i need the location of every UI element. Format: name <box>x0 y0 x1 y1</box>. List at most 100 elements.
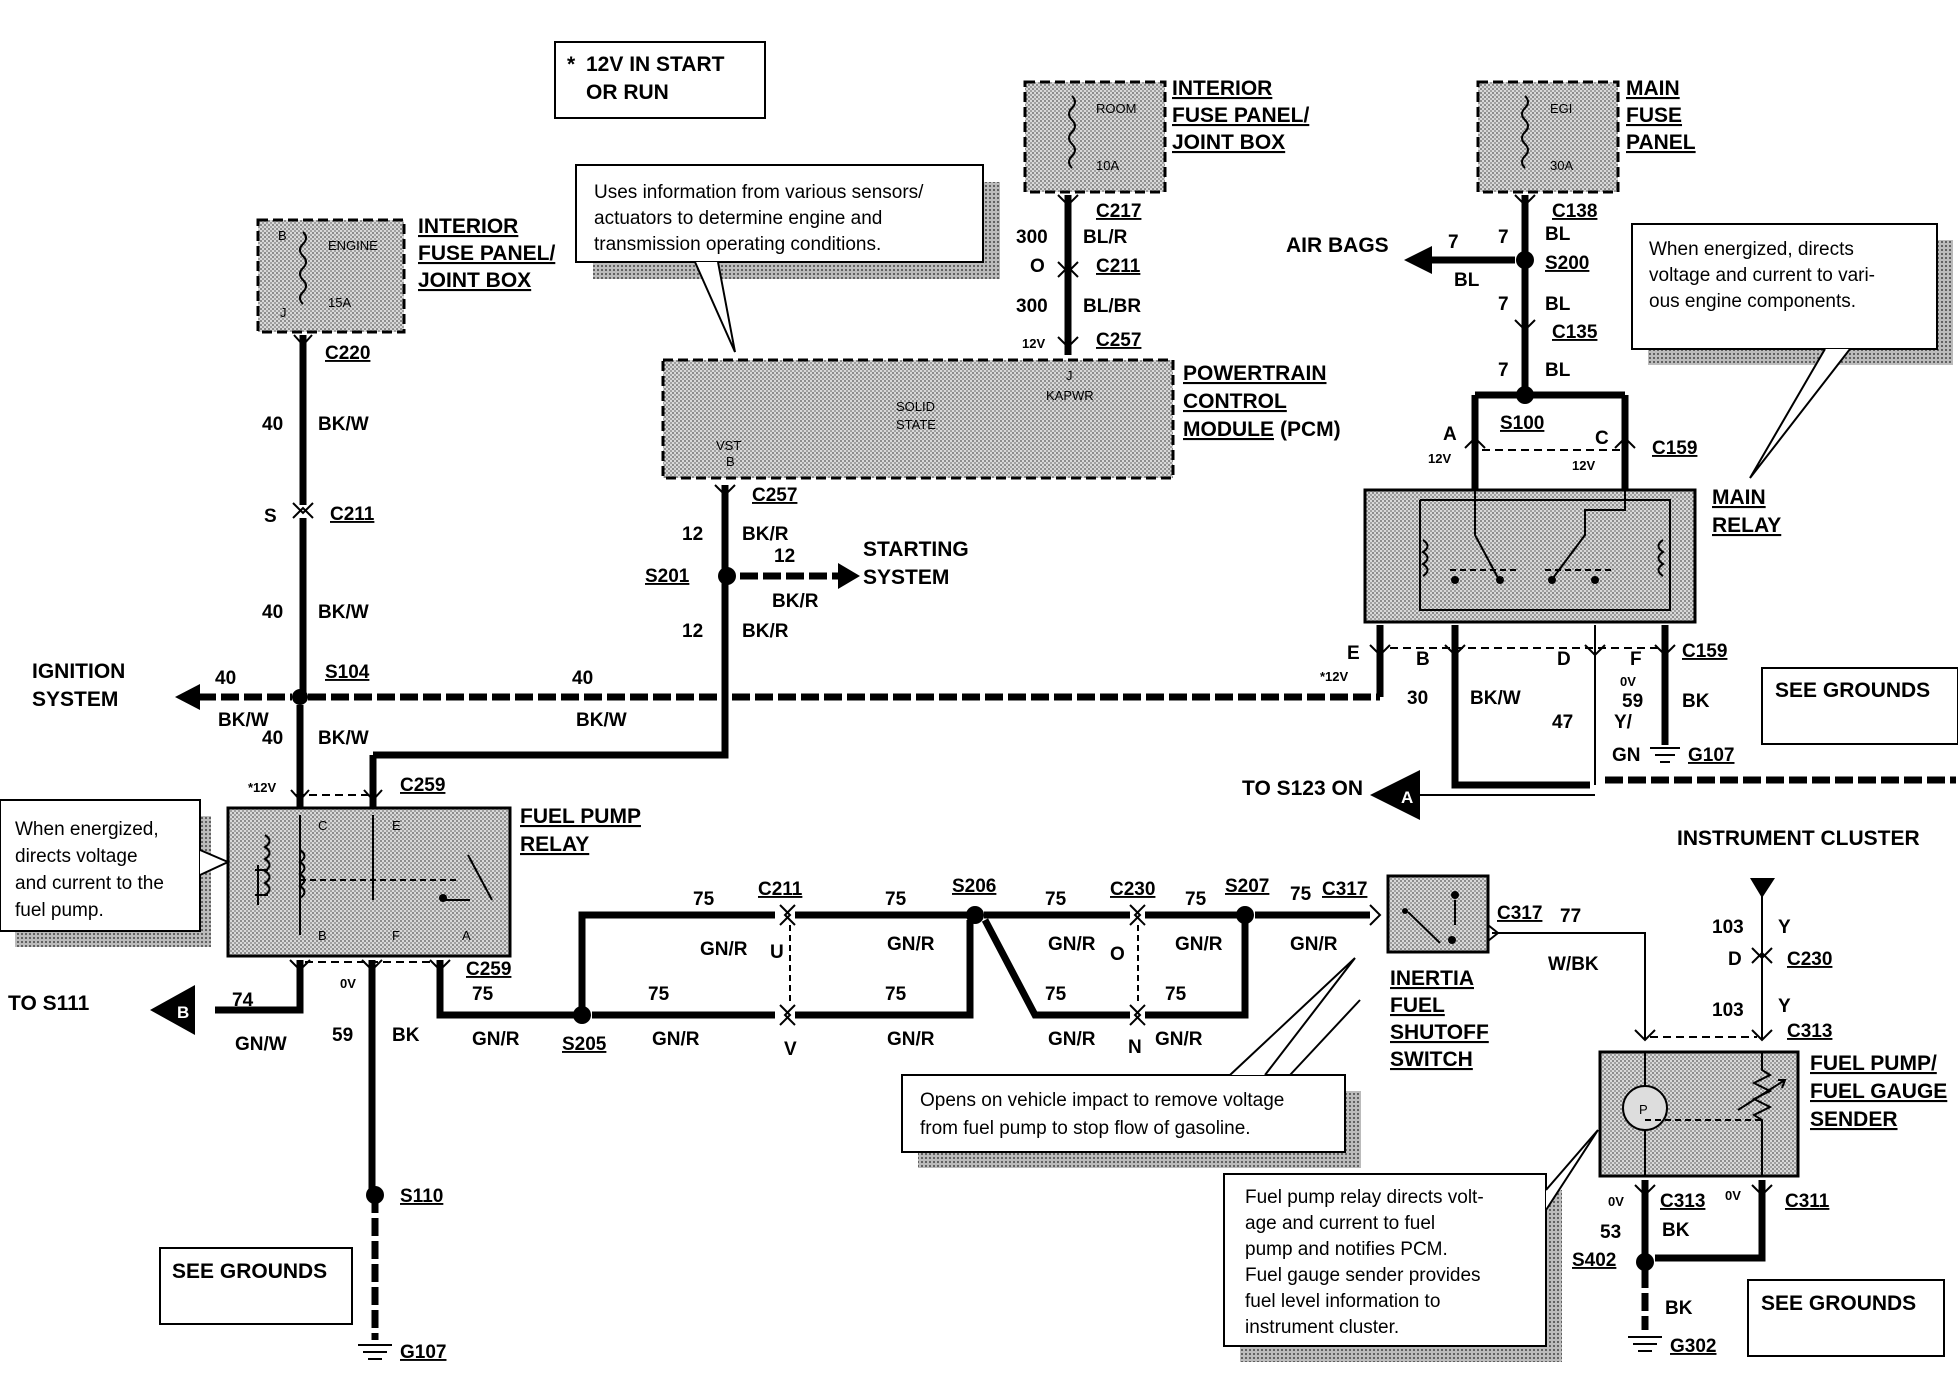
sender-note: Fuel pump relay directs volt- age and cu… <box>1223 1129 1599 1362</box>
svg-text:SEE GROUNDS: SEE GROUNDS <box>1761 1292 1916 1315</box>
svg-text:FUSE: FUSE <box>1626 104 1682 127</box>
dest-to-s111: TO S111 <box>8 992 90 1015</box>
svg-text:40: 40 <box>215 668 236 689</box>
svg-text:F: F <box>392 928 400 943</box>
svg-text:E: E <box>392 818 401 833</box>
svg-text:MAIN: MAIN <box>1712 486 1766 509</box>
svg-text:C159: C159 <box>1652 438 1697 459</box>
svg-text:S207: S207 <box>1225 876 1269 897</box>
connector-b-arrow <box>150 985 195 1035</box>
splice-s207 <box>1236 906 1254 924</box>
svg-text:Fuel gauge sender provides: Fuel gauge sender provides <box>1245 1265 1481 1286</box>
conn-c211-left: C211 <box>330 504 375 525</box>
svg-text:7: 7 <box>1498 294 1509 315</box>
svg-text:GN/R: GN/R <box>652 1029 700 1050</box>
svg-text:C311: C311 <box>1785 1191 1830 1212</box>
svg-text:SOLID: SOLID <box>896 399 935 414</box>
svg-text:12: 12 <box>682 524 703 545</box>
svg-text:SEE GROUNDS: SEE GROUNDS <box>172 1260 327 1283</box>
svg-text:V: V <box>784 1039 797 1060</box>
svg-text:C230: C230 <box>1110 879 1155 900</box>
svg-text:GN/R: GN/R <box>1048 1029 1096 1050</box>
svg-text:A: A <box>1443 424 1457 445</box>
conn-c259-top: C259 <box>400 775 445 796</box>
svg-text:BK/W: BK/W <box>318 728 369 749</box>
svg-text:When energized,: When energized, <box>15 819 159 840</box>
svg-text:BK/R: BK/R <box>772 591 819 612</box>
svg-text:BK: BK <box>1682 691 1710 712</box>
svg-text:C217: C217 <box>1096 201 1141 222</box>
svg-text:S110: S110 <box>400 1186 443 1207</box>
svg-text:77: 77 <box>1560 906 1581 927</box>
svg-text:KAPWR: KAPWR <box>1046 388 1094 403</box>
svg-text:7: 7 <box>1448 232 1459 253</box>
svg-text:C230: C230 <box>1787 949 1832 970</box>
svg-text:0V: 0V <box>340 976 356 991</box>
conn-c220: C220 <box>325 343 370 364</box>
svg-text:12: 12 <box>774 546 795 567</box>
svg-text:ous engine components.: ous engine components. <box>1649 291 1856 312</box>
svg-text:BL/R: BL/R <box>1083 227 1128 248</box>
svg-text:GN/R: GN/R <box>887 1029 935 1050</box>
svg-text:directs voltage: directs voltage <box>15 846 138 867</box>
svg-text:ROOM: ROOM <box>1096 101 1136 116</box>
dest-air-bags: AIR BAGS <box>1286 234 1389 257</box>
svg-text:C317: C317 <box>1322 879 1367 900</box>
arrow-ignition <box>175 684 200 710</box>
svg-text:When energized, directs: When energized, directs <box>1649 239 1854 260</box>
svg-text:B: B <box>318 928 327 943</box>
dest-ignition1: IGNITION <box>32 660 125 683</box>
svg-text:10A: 10A <box>1096 158 1119 173</box>
see-grounds-right-upper: SEE GROUNDS <box>1761 667 1958 745</box>
svg-text:GN/R: GN/R <box>1048 934 1096 955</box>
main-relay-note: When energized, directs voltage and curr… <box>1631 223 1953 479</box>
svg-text:S402: S402 <box>1572 1250 1616 1271</box>
svg-text:INTERIOR: INTERIOR <box>1172 77 1272 100</box>
svg-text:G107: G107 <box>1688 745 1734 766</box>
svg-text:GN/R: GN/R <box>1155 1029 1203 1050</box>
svg-text:BL/BR: BL/BR <box>1083 296 1141 317</box>
svg-text:40: 40 <box>262 728 283 749</box>
svg-text:47: 47 <box>1552 712 1573 733</box>
svg-text:G107: G107 <box>400 1342 446 1363</box>
svg-text:G302: G302 <box>1670 1336 1716 1357</box>
fuse-left-pin-b: B <box>278 228 287 243</box>
splice-s201 <box>718 567 736 585</box>
see-grounds-right-lower: SEE GROUNDS <box>1747 1279 1945 1357</box>
svg-text:300: 300 <box>1016 296 1048 317</box>
svg-text:JOINT BOX: JOINT BOX <box>1172 131 1285 154</box>
cluster-pin <box>1750 878 1775 898</box>
svg-text:40: 40 <box>262 602 283 623</box>
svg-text:A: A <box>462 928 471 943</box>
svg-text:C313: C313 <box>1660 1191 1705 1212</box>
pcm-title3: MODULE <box>1183 418 1274 441</box>
svg-text:59: 59 <box>332 1025 353 1046</box>
fuse-left-title1: INTERIOR <box>418 215 518 238</box>
svg-text:RELAY: RELAY <box>520 833 589 856</box>
connector-a-arrow <box>1370 770 1420 820</box>
svg-text:103: 103 <box>1712 1000 1744 1021</box>
svg-text:fuel level information to: fuel level information to <box>1245 1291 1440 1312</box>
svg-text:GN/R: GN/R <box>700 939 748 960</box>
arrow-air-bags <box>1404 246 1432 274</box>
svg-text:STATE: STATE <box>896 417 936 432</box>
svg-text:INERTIA: INERTIA <box>1390 967 1474 990</box>
svg-text:*12V: *12V <box>1320 669 1349 684</box>
svg-text:0V: 0V <box>1725 1188 1741 1203</box>
svg-text:BK/W: BK/W <box>1470 688 1521 709</box>
svg-text:30A: 30A <box>1550 158 1573 173</box>
svg-text:C313: C313 <box>1787 1021 1832 1042</box>
svg-text:E: E <box>1347 643 1360 664</box>
svg-text:12V: 12V <box>1428 451 1451 466</box>
svg-text:BK/W: BK/W <box>318 414 369 435</box>
fuse-left-title2: FUSE PANEL/ <box>418 242 555 265</box>
fuse-panel-main: EGI 30A <box>1476 80 1620 194</box>
dest-starting2: SYSTEM <box>863 566 949 589</box>
svg-text:C: C <box>318 818 327 833</box>
fuse-panel-mid: ROOM 10A <box>1023 80 1167 194</box>
svg-text:BK: BK <box>1662 1220 1690 1241</box>
svg-text:fuel pump.: fuel pump. <box>15 900 104 921</box>
svg-text:C159: C159 <box>1682 641 1727 662</box>
conn-s201: S201 <box>645 566 690 587</box>
svg-text:S100: S100 <box>1500 413 1544 434</box>
